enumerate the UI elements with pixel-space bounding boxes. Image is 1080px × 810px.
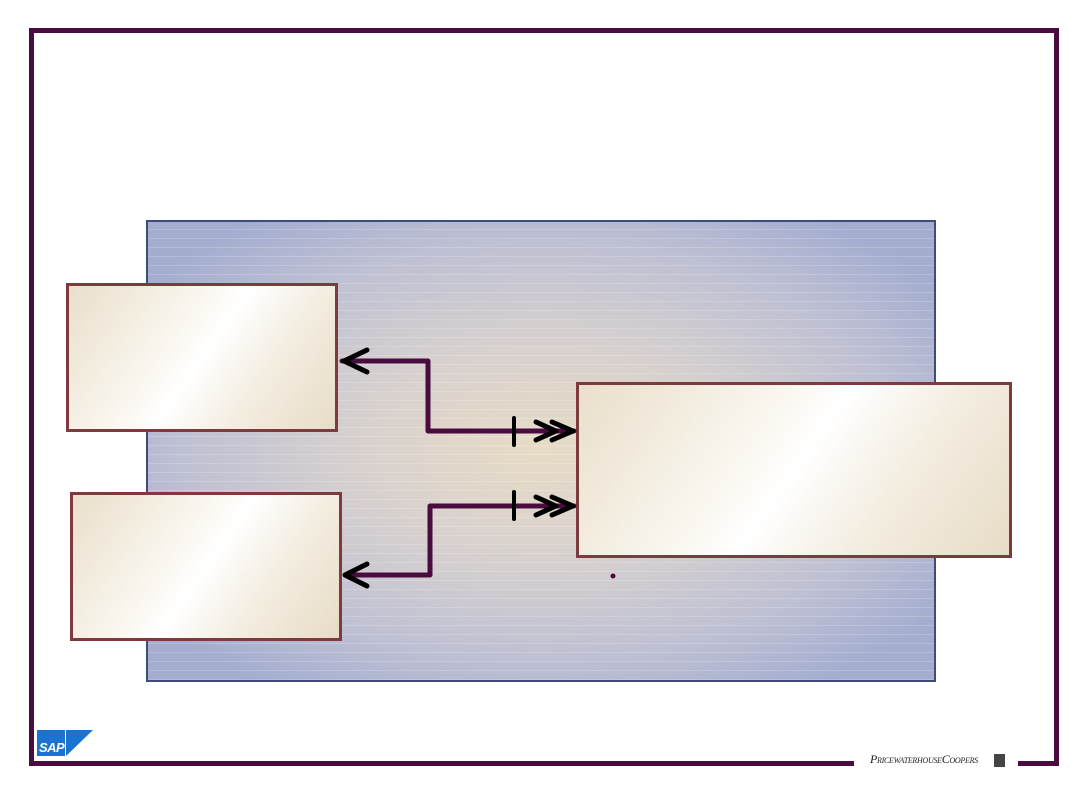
arrowhead-left-icon bbox=[342, 561, 370, 589]
diagram-box-bottom-left bbox=[70, 492, 342, 641]
double-arrowhead-right-icon bbox=[533, 494, 559, 518]
pwc-logo-mark-icon bbox=[994, 754, 1005, 767]
sap-logo: SAP bbox=[37, 730, 93, 756]
connector-bottom bbox=[342, 490, 577, 589]
arrowhead-left-icon bbox=[341, 347, 370, 375]
diagram-box-top-left bbox=[66, 283, 338, 432]
diagram-box-right bbox=[576, 382, 1012, 558]
footer-rule-end bbox=[1018, 761, 1054, 766]
connector-top bbox=[339, 347, 577, 447]
footer-rule bbox=[29, 761, 854, 766]
dot-marker bbox=[610, 573, 616, 579]
sap-logo-text: SAP bbox=[39, 740, 65, 755]
double-arrowhead-right-icon bbox=[533, 419, 559, 443]
slide-frame bbox=[29, 28, 1059, 766]
pwc-logo: PricewaterhouseCoopers bbox=[870, 752, 978, 766]
